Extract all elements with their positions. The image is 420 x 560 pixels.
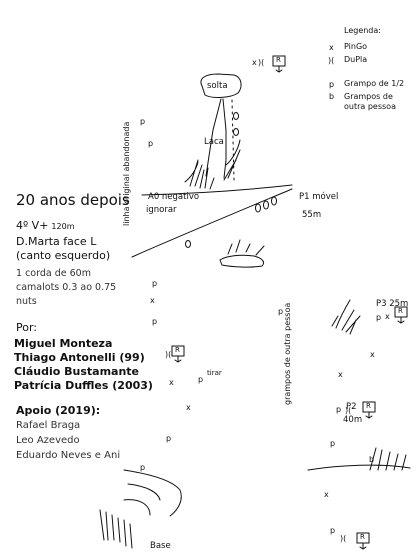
pingo-marker: x [150,296,155,305]
flake-label: Laca [204,137,224,147]
support-label: Apoio (2019): [16,404,101,417]
p1-length: 55m [302,210,322,220]
pingo-marker: x [370,350,375,359]
credit-name: Cláudio Bustamante [14,365,140,378]
bolt-marker: p [140,463,145,472]
nuts-info: nuts [16,296,37,307]
route-title: 20 anos depois [16,191,130,209]
ledge-right [307,464,411,471]
abandoned-line-label: linha original abandonada [122,121,131,226]
dupla-marker: )( [258,58,264,67]
p1-label: P1 móvel [299,192,339,202]
bolt-marker: p [152,317,157,326]
loose-block-label: solta [207,81,228,91]
credits-label: Por: [16,321,38,334]
supporter-name: Eduardo Neves e Ani [16,450,121,461]
bolt-marker: p [152,279,157,288]
bolt-marker: p [148,139,153,148]
svg-text:x: x [329,43,334,52]
dupla-marker: )( [340,534,346,543]
bush-3 [219,239,265,268]
bush-2 [223,139,241,181]
rappel-r: R [398,307,403,315]
p2-length: 40m [343,415,363,425]
bolt-marker: p [166,434,171,443]
tirar-label: tirar [207,369,222,377]
grade-value: 4º V+ [16,219,49,232]
base-crack-1 [123,469,182,517]
ramp-line [131,188,293,258]
bolt-marker: p [198,375,203,384]
credit-name: Patrícia Duffles (2003) [14,379,153,392]
legend-outra-pessoa: Grampos de outra pessoa [344,92,396,111]
loose-block [200,73,242,98]
svg-text:)(: )( [328,56,334,65]
flake-dashed [231,99,235,181]
rappel-r: R [276,56,281,64]
pingo-marker: x [385,312,390,321]
pingo-marker: x [252,58,257,67]
bush-1 [184,159,215,190]
flake-line-2 [222,98,227,179]
base-crack-3 [123,499,151,516]
bolt-marker: p [336,405,341,414]
rope-info: 1 corda de 60m [16,268,91,279]
pingo-marker: x [324,490,329,499]
p2-label: P2 [346,402,357,412]
bolt-marker: p [376,313,381,322]
other-bolts-label: grampos de outra pessoa [283,302,292,405]
ledge-p1 [141,184,293,196]
bolt-marker: p [330,526,335,535]
bolt-marker: p [140,117,145,126]
route-face: D.Marta face L [16,235,97,248]
bolt-marker: p [330,439,335,448]
flake-line [205,98,222,177]
other-bolt-marker: b [369,455,374,464]
base-label: Base [150,541,171,551]
rappel-r: R [360,533,365,541]
grass-base [99,509,133,549]
route-grade: 4º V+120m [16,220,74,231]
legend-grampo: Grampo de 1/2 [344,79,405,88]
legend-dupla: DuPla [344,55,368,64]
cams-info: camalots 0.3 ao 0.75 [16,282,117,293]
rappel-r: R [175,346,180,354]
supporter-name: Leo Azevedo [16,435,80,446]
legend-pingo: PinGo [344,42,368,51]
grass-right [369,447,407,471]
svg-text:p: p [329,80,334,89]
rappel-r: R [366,402,371,410]
base-crack-2 [127,483,161,501]
route-corner: (canto esquerdo) [16,249,111,262]
p3-label: P3 25m [376,299,409,309]
route-length: 120m [51,222,75,231]
svg-text:b: b [329,92,334,101]
dupla-marker: )( [165,350,171,359]
ignore-label: ignorar [146,205,177,215]
supporter-name: Rafael Braga [16,420,81,431]
bush-p3 [331,299,361,335]
pingo-marker: x [186,403,191,412]
legend-title: Legenda: [344,26,381,35]
credit-name: Thiago Antonelli (99) [14,351,145,364]
credit-name: Miguel Monteza [14,337,113,350]
dupla-marker: )( [345,406,351,415]
a0-label: A0 negativo [148,192,200,202]
bolt-marker: p [278,307,283,316]
pingo-marker: x [169,378,174,387]
pingo-marker: x [338,370,343,379]
